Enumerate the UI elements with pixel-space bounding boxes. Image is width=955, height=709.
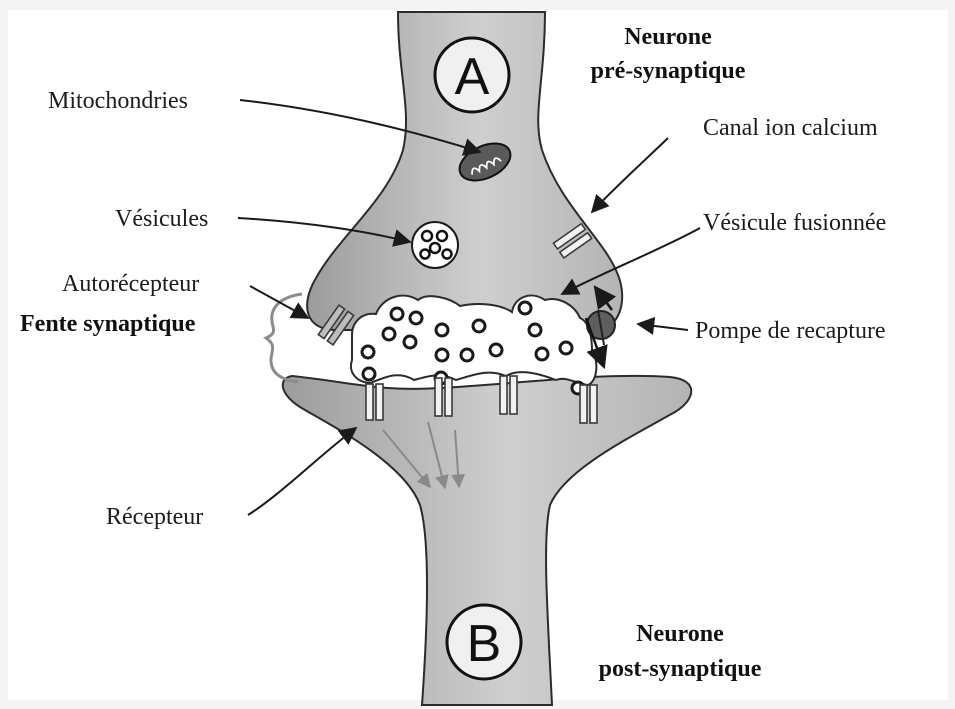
neurotransmitter — [461, 349, 473, 361]
neurotransmitter — [473, 320, 485, 332]
label-vesicule-fusionnee: Vésicule fusionnée — [703, 210, 886, 236]
label-recepteur: Récepteur — [106, 504, 203, 530]
neurotransmitter — [529, 324, 541, 336]
post-neuron-title-line2: post-synaptique — [599, 656, 762, 682]
post-neuron-title-line1: Neurone — [636, 621, 724, 647]
neurotransmitter — [391, 308, 403, 320]
neurotransmitter — [436, 324, 448, 336]
neurotransmitter — [383, 328, 395, 340]
pre-neuron-title-line2: pré-synaptique — [591, 58, 746, 84]
neurotransmitter — [436, 349, 448, 361]
neuron-a-letter: A — [455, 48, 490, 106]
neurotransmitter — [490, 344, 502, 356]
label-canal-ion-calcium: Canal ion calcium — [703, 115, 878, 141]
neuron-b-letter: B — [467, 615, 502, 673]
neurotransmitter — [362, 346, 374, 358]
label-mitochondries: Mitochondries — [48, 88, 188, 114]
pre-neuron-title-line1: Neurone — [624, 24, 712, 50]
neurotransmitter — [560, 342, 572, 354]
label-autorecepteur: Autorécepteur — [62, 271, 199, 297]
label-pompe-de-recapture: Pompe de recapture — [695, 318, 886, 344]
neurotransmitter — [536, 348, 548, 360]
neurotransmitter — [519, 302, 531, 314]
label-fente-synaptique: Fente synaptique — [20, 311, 196, 337]
neurotransmitter — [363, 368, 375, 380]
vesicle-icon — [412, 222, 458, 268]
label-vesicules: Vésicules — [115, 206, 208, 232]
neurotransmitter — [410, 312, 422, 324]
neurotransmitter — [404, 336, 416, 348]
